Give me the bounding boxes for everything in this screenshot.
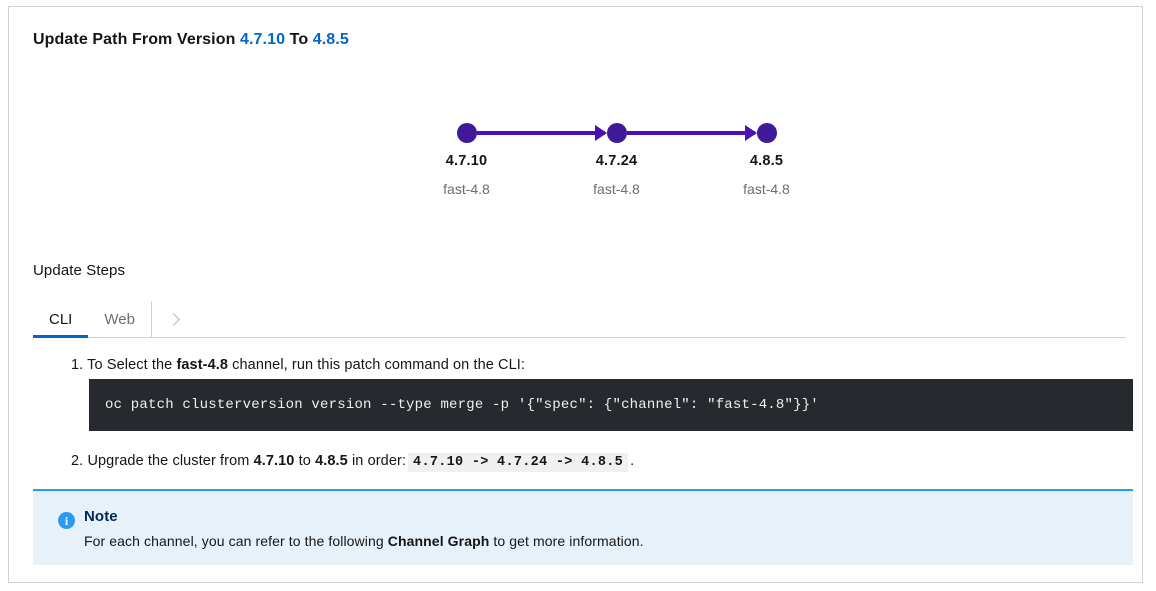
page-title-from-version: 4.7.10 — [240, 31, 286, 48]
step-2-number: 2. — [71, 453, 84, 469]
update-path-card: Update Path From Version 4.7.10 To 4.8.5… — [8, 6, 1143, 583]
update-steps-tabs: CLI Web — [33, 301, 1126, 338]
step-1-channel: fast-4.8 — [176, 357, 229, 373]
graph-node-version: 4.8.5 — [749, 153, 784, 169]
page-title-prefix: Update Path From Version — [33, 31, 236, 48]
graph-node-dot — [756, 123, 777, 143]
chevron-right-glyph — [167, 312, 181, 326]
note-alert-title: Note — [84, 508, 118, 525]
step-2-text-before: Upgrade the cluster from — [87, 453, 250, 469]
note-text-after: to get more information. — [493, 533, 644, 549]
graph-node-dot — [456, 123, 477, 143]
tab-divider — [150, 301, 152, 337]
page-title-to-version: 4.8.5 — [312, 31, 349, 48]
step-2-from-version: 4.7.10 — [253, 453, 295, 469]
graph-node-1[interactable]: 4.7.24 fast-4.8 — [557, 111, 677, 197]
graph-node-channel: fast-4.8 — [443, 181, 490, 197]
step-2-to-version: 4.8.5 — [315, 453, 348, 469]
graph-arrowhead-1 — [594, 125, 607, 141]
graph-edge-1 — [476, 131, 605, 135]
page-title: Update Path From Version 4.7.10 To 4.8.5 — [33, 31, 349, 49]
step-2-text-after: in order: — [351, 453, 407, 469]
graph-node-version: 4.7.10 — [445, 153, 488, 169]
update-steps-heading: Update Steps — [33, 262, 126, 279]
graph-node-channel: fast-4.8 — [743, 181, 790, 197]
step-1-number: 1. — [71, 357, 84, 373]
step-2-text: 2. Upgrade the cluster from 4.7.10 to 4.… — [71, 453, 634, 472]
update-path-graph: 4.7.10 fast-4.8 4.7.24 fast-4.8 4.8.5 fa… — [9, 111, 1144, 211]
chevron-right-icon[interactable] — [152, 301, 196, 337]
graph-node-channel: fast-4.8 — [593, 181, 640, 197]
step-2-period: . — [630, 453, 635, 469]
note-link-text: Channel Graph — [387, 533, 490, 549]
graph-arrowhead-2 — [744, 125, 757, 141]
step-1-text-after: channel, run this patch command on the C… — [232, 357, 526, 373]
graph-edge-2 — [626, 131, 755, 135]
graph-node-2[interactable]: 4.8.5 fast-4.8 — [707, 111, 827, 197]
step-1-text: 1. To Select the fast-4.8 channel, run t… — [71, 357, 525, 373]
graph-node-dot — [606, 123, 627, 143]
note-alert-body: For each channel, you can refer to the f… — [84, 533, 644, 549]
page-title-conjunction: To — [289, 31, 309, 48]
graph-node-0[interactable]: 4.7.10 fast-4.8 — [407, 111, 527, 197]
note-text-before: For each channel, you can refer to the f… — [84, 533, 384, 549]
step-1-text-before: To Select the — [87, 357, 173, 373]
tab-web[interactable]: Web — [88, 301, 151, 337]
tab-cli[interactable]: CLI — [33, 301, 89, 338]
patch-command-code-block[interactable]: oc patch clusterversion version --type m… — [89, 379, 1133, 431]
patch-command-text: oc patch clusterversion version --type m… — [105, 397, 819, 413]
graph-node-version: 4.7.24 — [595, 153, 638, 169]
step-2-order-code: 4.7.10 -> 4.7.24 -> 4.8.5 — [408, 453, 629, 472]
info-circle-icon: i — [58, 512, 75, 529]
step-2-text-middle: to — [298, 453, 311, 469]
note-alert: i Note For each channel, you can refer t… — [33, 489, 1133, 565]
